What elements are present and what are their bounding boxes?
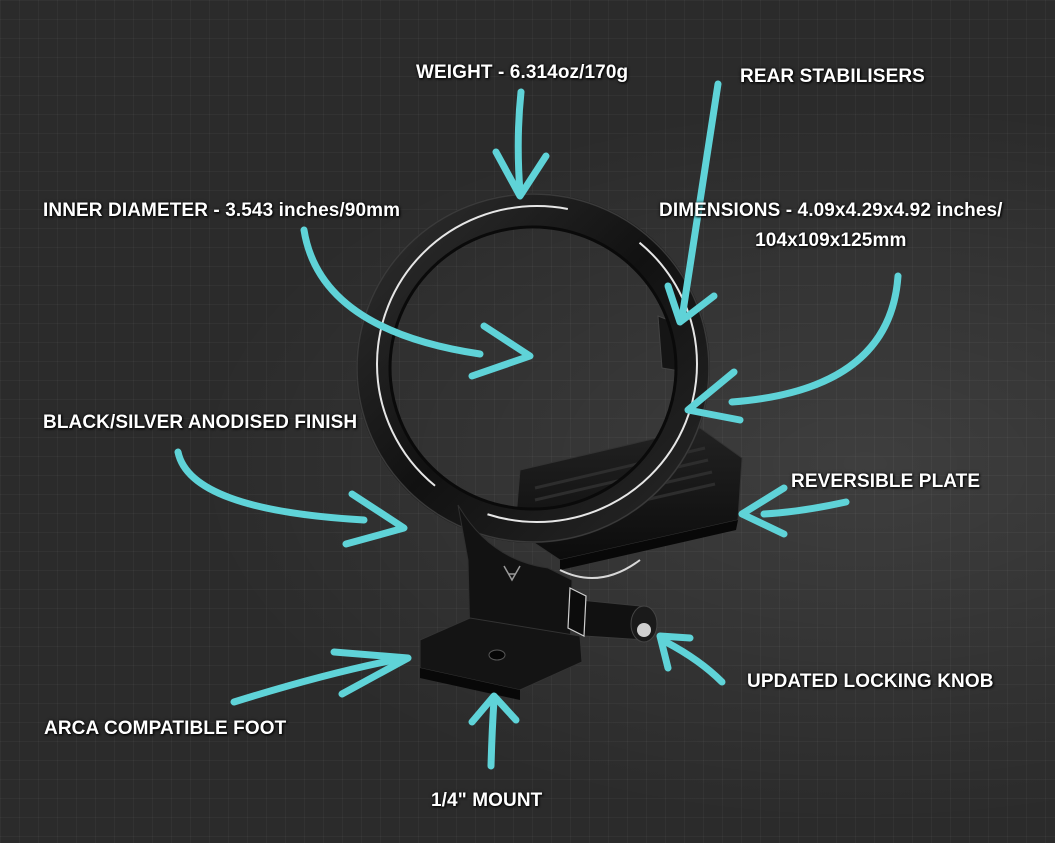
label-arca-foot: ARCA COMPATIBLE FOOT bbox=[44, 718, 287, 739]
label-dimensions-line1: DIMENSIONS - 4.09x4.29x4.92 inches/ bbox=[659, 200, 1003, 221]
label-finish: BLACK/SILVER ANODISED FINISH bbox=[43, 412, 358, 433]
arrow-rear-stabilisers bbox=[664, 80, 722, 326]
arrow-inner-diameter bbox=[300, 226, 534, 380]
arrow-dimensions bbox=[684, 272, 902, 424]
arrow-locking-knob bbox=[656, 632, 726, 686]
arrow-finish bbox=[174, 448, 408, 548]
arrow-reversible-plate bbox=[738, 484, 850, 538]
label-dimensions-line2: 104x109x125mm bbox=[755, 230, 907, 251]
label-dimensions: DIMENSIONS - 4.09x4.29x4.92 inches/ 104x… bbox=[659, 200, 1003, 252]
label-mount: 1/4" MOUNT bbox=[431, 790, 543, 811]
lens-ring bbox=[356, 193, 710, 543]
arca-foot bbox=[419, 617, 583, 700]
arrow-mount bbox=[468, 692, 520, 770]
label-weight: WEIGHT - 6.314oz/170g bbox=[416, 62, 629, 83]
brand-logo-mark bbox=[503, 565, 521, 582]
locking-knob bbox=[567, 587, 658, 643]
label-locking-knob: UPDATED LOCKING KNOB bbox=[747, 671, 994, 692]
label-rear-stabilisers: REAR STABILISERS bbox=[740, 66, 925, 87]
label-reversible-plate: REVERSIBLE PLATE bbox=[791, 471, 981, 492]
label-inner-diameter: INNER DIAMETER - 3.543 inches/90mm bbox=[43, 200, 401, 221]
arrow-weight bbox=[492, 88, 550, 200]
arrow-arca-foot bbox=[230, 648, 412, 706]
